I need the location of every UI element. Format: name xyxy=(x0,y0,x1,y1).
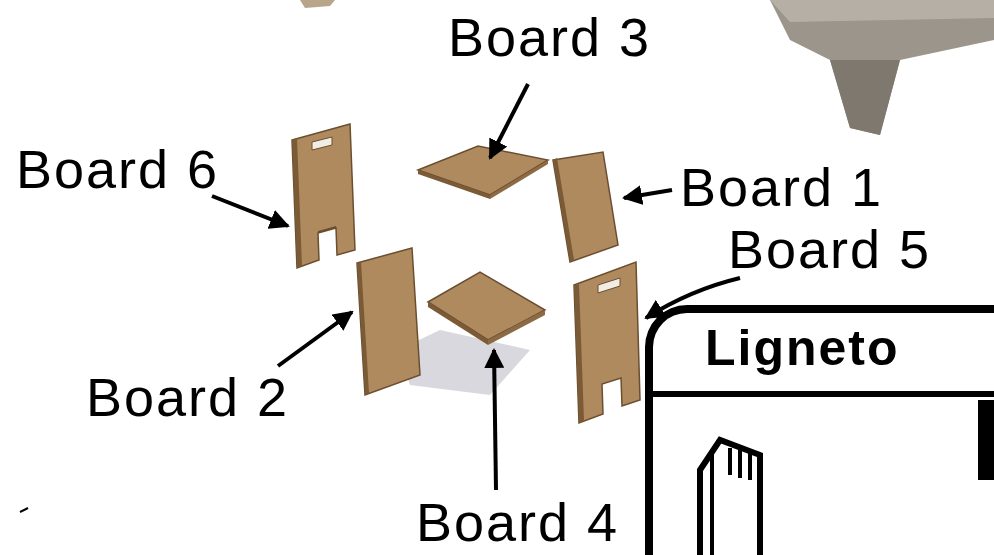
board-4-shape xyxy=(428,272,545,345)
board-5-shape xyxy=(574,262,640,423)
brand-panel: Ligneto xyxy=(645,305,994,555)
part-label: Board 6 xyxy=(16,142,219,196)
stray-mark xyxy=(20,508,28,512)
ligneto-icon xyxy=(649,394,994,555)
image-remnant xyxy=(300,0,335,8)
board-6-shape xyxy=(292,124,355,268)
part-label: Board 1 xyxy=(680,160,883,214)
board-3-shape xyxy=(418,146,548,199)
assembled-stool xyxy=(770,0,994,135)
part-label: Board 3 xyxy=(448,10,651,64)
part-label: Board 4 xyxy=(416,495,619,549)
leader-arrows xyxy=(212,84,740,490)
brand-name: Ligneto xyxy=(705,323,994,373)
part-label: Board 5 xyxy=(728,222,931,276)
board-2-shape xyxy=(357,248,420,395)
part-label: Board 2 xyxy=(86,370,289,424)
board-1-shape xyxy=(553,152,618,262)
